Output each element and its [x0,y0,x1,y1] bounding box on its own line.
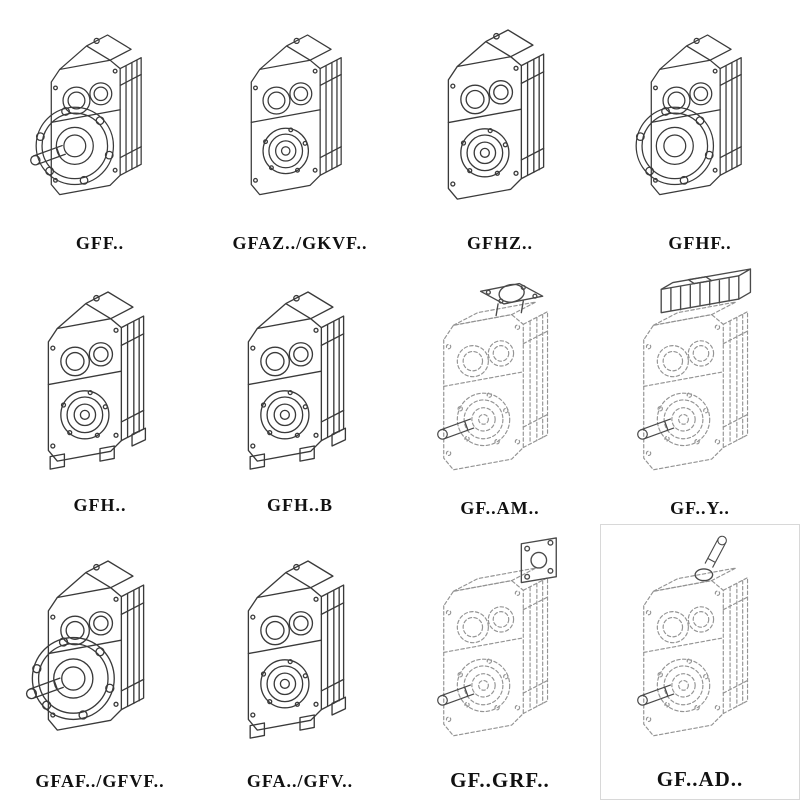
gf-grf-gearbox-drawing [435,537,557,737]
gfaz-gkvf-gearbox-drawing [250,34,342,196]
gf-y-gearbox-drawing [635,268,752,471]
catalog-cell-gf-grf: GF..GRF.. [400,524,600,800]
gfaf-gfvf-gearbox-drawing [24,560,145,731]
model-label: GFA../GFV.. [246,771,354,792]
gfa-gfv-gearbox-drawing [247,560,347,739]
model-label: GFAF../GFVF.. [35,771,165,792]
catalog-cell-gfhf: GFHF.. [600,0,800,262]
model-label: GFHF.. [668,233,732,254]
catalog-cell-gff: GFF.. [0,0,200,262]
gf-ad-gearbox-drawing [635,532,749,737]
catalog-cell-gfh: GFH.. [0,262,200,524]
gfhf-gearbox-drawing [635,34,742,196]
model-label: GF..AM.. [460,498,540,518]
gf-am-gearbox-drawing [435,281,549,471]
catalog-cell-gfh-b: GFH..B [200,262,400,524]
model-label: GF..AD.. [656,766,744,791]
model-label: GFAZ../GKVF.. [232,233,368,254]
gfhz-gearbox-drawing [447,29,545,200]
catalog-cell-gfhz: GFHZ.. [400,0,600,262]
model-label: GFH.. [73,495,127,516]
model-label: GFF.. [75,233,125,254]
gfh-b-gearbox-drawing [247,291,347,470]
catalog-cell-gf-ad: GF..AD.. [600,524,800,800]
catalog-cell-gfa-gfv: GFA../GFV.. [200,524,400,800]
catalog-cell-gfaz-gkvf: GFAZ../GKVF.. [200,0,400,262]
catalog-cell-gf-am: GF..AM.. [400,262,600,524]
model-label: GFHZ.. [466,233,533,254]
gfh-gearbox-drawing [47,291,147,470]
model-label: GF..GRF.. [450,767,550,792]
model-label: GFH..B [266,495,333,516]
catalog-cell-gfaf-gfvf: GFAF../GFVF.. [0,524,200,800]
catalog-cell-gf-y: GF..Y.. [600,262,800,524]
model-label: GF..Y.. [670,498,730,518]
gff-gearbox-drawing [28,34,142,196]
